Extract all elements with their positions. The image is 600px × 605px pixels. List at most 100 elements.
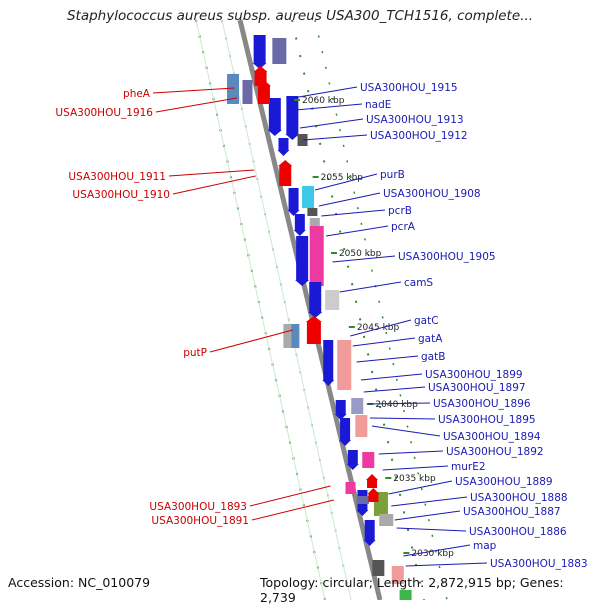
- reverse-gene-label[interactable]: putP: [183, 347, 207, 359]
- forward-gene-label[interactable]: USA300HOU_1888: [470, 492, 568, 504]
- forward-label-connector: [332, 255, 396, 263]
- forward-gene-label[interactable]: murE2: [451, 461, 486, 473]
- forward-gene-block[interactable]: [351, 398, 364, 414]
- forward-gene-block[interactable]: [362, 452, 375, 468]
- kbp-tick-label: 2035 kbp: [393, 474, 436, 484]
- forward-gene-label[interactable]: USA300HOU_1887: [463, 506, 561, 518]
- forward-gene-label[interactable]: USA300HOU_1913: [366, 114, 464, 126]
- reverse-gene-block[interactable]: [345, 482, 356, 494]
- forward-gene-block[interactable]: [337, 340, 352, 390]
- reverse-gene-arrowhead: [278, 160, 293, 166]
- forward-gene-block[interactable]: [347, 450, 358, 464]
- forward-gene-arrowhead: [363, 540, 376, 546]
- forward-gene-label[interactable]: camS: [404, 277, 433, 289]
- forward-gene-block[interactable]: [325, 290, 340, 310]
- forward-label-connector: [370, 417, 436, 420]
- reverse-gene-label[interactable]: USA300HOU_1893: [149, 501, 247, 513]
- reverse-gene-block[interactable]: [279, 166, 292, 186]
- forward-gene-arrowhead: [322, 380, 335, 386]
- forward-gene-label[interactable]: USA300HOU_1915: [360, 82, 458, 94]
- forward-gene-arrowhead: [252, 63, 267, 69]
- map-title: Staphylococcus aureus subsp. aureus USA3…: [66, 8, 534, 24]
- forward-gene-block[interactable]: [272, 38, 287, 64]
- forward-gene-block[interactable]: [340, 418, 351, 440]
- forward-label-connector: [382, 465, 449, 471]
- forward-gene-block[interactable]: [335, 400, 346, 414]
- reverse-gene-block[interactable]: [283, 324, 294, 348]
- reverse-gene-label[interactable]: USA300HOU_1891: [151, 515, 249, 527]
- forward-gene-block[interactable]: [307, 208, 318, 216]
- forward-gene-label[interactable]: USA300HOU_1889: [455, 476, 553, 488]
- forward-gene-block[interactable]: [268, 98, 281, 130]
- forward-gene-label[interactable]: USA300HOU_1892: [446, 446, 544, 458]
- forward-gene-label[interactable]: USA300HOU_1895: [438, 414, 536, 426]
- reverse-gene-block[interactable]: [367, 480, 378, 488]
- forward-gene-label[interactable]: purB: [380, 169, 405, 181]
- forward-gene-block[interactable]: [309, 226, 324, 286]
- reverse-gene-block[interactable]: [368, 494, 379, 502]
- reverse-label-connector: [168, 169, 255, 177]
- reverse-gene-arrowhead: [366, 474, 379, 480]
- forward-gene-block[interactable]: [302, 186, 315, 208]
- forward-gene-label[interactable]: pcrB: [388, 205, 412, 217]
- forward-gene-label[interactable]: USA300HOU_1894: [443, 431, 541, 443]
- forward-gene-label[interactable]: USA300HOU_1897: [428, 382, 526, 394]
- forward-gene-block[interactable]: [391, 566, 404, 584]
- forward-label-connector: [302, 134, 368, 141]
- reverse-gene-label[interactable]: pheA: [123, 88, 151, 100]
- forward-gene-block[interactable]: [286, 96, 299, 134]
- forward-gene-block[interactable]: [253, 35, 266, 63]
- reverse-gene-label[interactable]: USA300HOU_1911: [68, 171, 166, 183]
- reverse-label-connector: [152, 87, 235, 94]
- forward-label-connector: [371, 425, 441, 437]
- forward-gene-block[interactable]: [288, 188, 299, 210]
- reverse-gene-label[interactable]: USA300HOU_1916: [55, 107, 153, 119]
- forward-gene-label[interactable]: USA300HOU_1905: [398, 251, 496, 263]
- forward-gene-block[interactable]: [399, 590, 412, 600]
- reverse-gene-block[interactable]: [227, 74, 240, 104]
- forward-label-connector: [360, 373, 423, 381]
- forward-gene-block[interactable]: [309, 282, 322, 312]
- forward-label-connector: [356, 355, 419, 363]
- forward-gene-label[interactable]: USA300HOU_1899: [425, 369, 523, 381]
- forward-gene-block[interactable]: [278, 138, 289, 150]
- forward-gene-label[interactable]: map: [473, 540, 497, 552]
- forward-label-connector: [326, 225, 389, 237]
- reverse-gene-block[interactable]: [291, 324, 300, 348]
- reverse-gene-block[interactable]: [242, 80, 253, 104]
- forward-gene-block[interactable]: [294, 214, 305, 230]
- reverse-gene-block[interactable]: [356, 496, 369, 504]
- forward-gene-arrowhead: [308, 312, 323, 318]
- forward-gene-block[interactable]: [309, 218, 320, 230]
- reverse-gene-arrowhead: [253, 66, 268, 72]
- forward-gene-label[interactable]: USA300HOU_1912: [370, 130, 468, 142]
- forward-gene-label[interactable]: gatC: [414, 315, 439, 327]
- forward-label-connector: [314, 173, 378, 191]
- forward-gene-block[interactable]: [379, 514, 394, 526]
- reverse-gene-label[interactable]: USA300HOU_1910: [72, 189, 170, 201]
- forward-gene-block[interactable]: [364, 520, 375, 540]
- forward-gene-label[interactable]: gatA: [418, 333, 443, 345]
- forward-gene-block[interactable]: [355, 415, 368, 437]
- reverse-lane-left-border: [195, 19, 326, 600]
- forward-label-connector: [299, 118, 364, 129]
- forward-gene-arrowhead: [293, 230, 306, 236]
- forward-gene-arrowhead: [334, 414, 347, 420]
- forward-gene-label[interactable]: USA300HOU_1883: [490, 558, 588, 570]
- forward-gene-block[interactable]: [297, 134, 308, 146]
- reverse-label-connector: [155, 97, 237, 113]
- forward-label-connector: [363, 386, 426, 393]
- forward-gene-block[interactable]: [372, 560, 385, 576]
- forward-gene-block[interactable]: [296, 236, 309, 280]
- forward-gene-label[interactable]: gatB: [421, 351, 445, 363]
- forward-gene-label[interactable]: pcrA: [391, 221, 416, 233]
- forward-gene-label[interactable]: USA300HOU_1896: [433, 398, 531, 410]
- reverse-gene-block[interactable]: [257, 86, 270, 104]
- kbp-tick-label: 2040 kbp: [375, 400, 418, 410]
- reverse-gene-block[interactable]: [306, 322, 321, 344]
- forward-gene-label[interactable]: USA300HOU_1886: [469, 526, 567, 538]
- forward-gene-label[interactable]: USA300HOU_1908: [383, 188, 481, 200]
- forward-gene-label[interactable]: nadE: [365, 99, 391, 111]
- forward-gene-block[interactable]: [323, 340, 334, 380]
